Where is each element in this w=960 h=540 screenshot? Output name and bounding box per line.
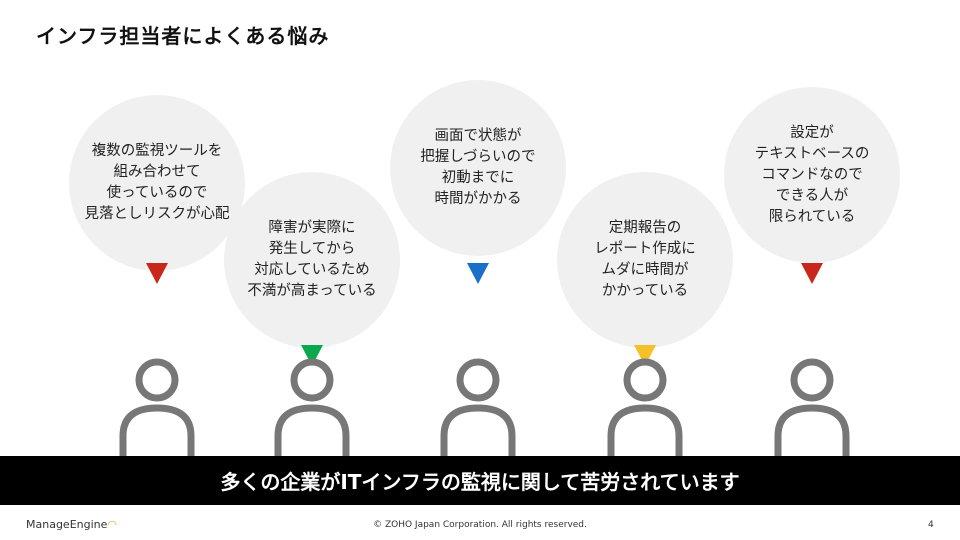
summary-text: 多くの企業がITインフラの監視に関して苦労されています <box>220 470 740 494</box>
concern-bubble-4: 定期報告の レポート作成に ムダに時間が かかっている <box>557 172 733 348</box>
person-icon <box>440 358 516 456</box>
pointer-triangle-5 <box>801 263 823 284</box>
concern-bubble-3: 画面で状態が 把握しづらいので 初動までに 時間がかかる <box>390 80 566 256</box>
summary-banner: 多くの企業がITインフラの監視に関して苦労されています <box>0 456 960 505</box>
copyright: © ZOHO Japan Corporation. All rights res… <box>373 520 587 530</box>
pointer-triangle-3 <box>467 263 489 284</box>
person-icon <box>774 358 850 456</box>
logo-arc-icon: ◠ <box>107 518 118 531</box>
pointer-triangle-1 <box>146 263 168 284</box>
person-icon <box>119 358 195 456</box>
concern-bubble-1: 複数の監視ツールを 組み合わせて 使っているので 見落としリスクが心配 <box>69 95 245 271</box>
concern-bubble-5: 設定が テキストベースの コマンドなので できる人が 限られている <box>724 87 900 263</box>
manageengine-logo: ManageEngine◠ <box>26 518 117 531</box>
page-number: 4 <box>928 520 934 530</box>
logo-text: ManageEngine <box>26 518 108 531</box>
person-icon <box>274 358 350 456</box>
person-icon <box>607 358 683 456</box>
concern-bubble-2: 障害が実際に 発生してから 対応しているため 不満が高まっている <box>224 172 400 348</box>
slide-title: インフラ担当者によくある悩み <box>36 24 330 48</box>
